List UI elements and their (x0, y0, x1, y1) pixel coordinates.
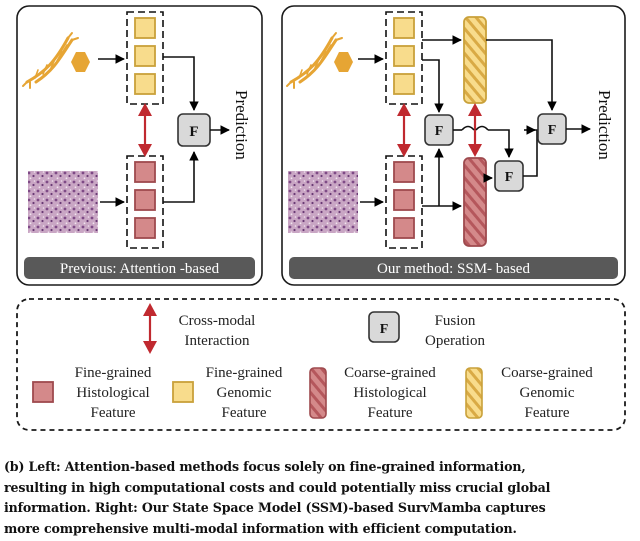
fine-genomic-feature (134, 45, 156, 67)
svg-text:Fusion: Fusion (435, 313, 476, 329)
fusion-node: F (177, 113, 211, 147)
left-panel-label: Previous: Attention -based (60, 261, 220, 277)
fine-genomic-feature (134, 73, 156, 95)
figure-caption: (b) Left: Attention-based methods focus … (4, 457, 636, 539)
fine-genomic-feature (393, 45, 415, 67)
fine-genomic-feature (134, 17, 156, 39)
caption-line: (b) Left: Attention-based methods focus … (4, 459, 526, 474)
svg-text:Genomic: Genomic (217, 385, 272, 401)
svg-text:F: F (505, 170, 514, 185)
svg-text:Fine-grained: Fine-grained (206, 365, 283, 381)
prediction-label: Prediction (595, 90, 614, 160)
svg-text:Coarse-grained: Coarse-grained (344, 365, 436, 381)
caption-line: information. Right: Our State Space Mode… (4, 500, 546, 515)
cross-modal-arrow (397, 103, 411, 157)
coarse-genomic-feature (463, 16, 487, 104)
svg-text:Feature: Feature (91, 405, 136, 421)
svg-text:Cross-modal: Cross-modal (179, 313, 256, 329)
legend: Cross-modal Interaction F Fusion Operati… (16, 298, 626, 431)
fine-histological-feature (134, 189, 156, 211)
right-panel-label: Our method: SSM- based (377, 261, 530, 277)
caption-line: resulting in high computational costs an… (4, 479, 551, 495)
svg-text:Interaction: Interaction (185, 333, 250, 349)
svg-text:F: F (548, 123, 557, 138)
fine-genomic-feature (393, 17, 415, 39)
hexagon-icon (71, 52, 90, 72)
hexagon-icon (334, 52, 353, 72)
svg-text:Feature: Feature (525, 405, 570, 421)
figure-diagram: F Prediction Previous: Attention -based (16, 5, 626, 431)
prediction-label: Prediction (232, 90, 251, 160)
fine-histological-feature (134, 161, 156, 183)
fine-histological-feature (134, 217, 156, 239)
svg-text:Fine-grained: Fine-grained (75, 365, 152, 381)
svg-text:Feature: Feature (368, 405, 413, 421)
fine-genomic-feature (393, 73, 415, 95)
coarse-histological-feature (463, 157, 487, 247)
svg-text:Feature: Feature (222, 405, 267, 421)
right-panel: F F F Prediction Our method: SSM- based (281, 5, 626, 286)
svg-text:Histological: Histological (353, 385, 426, 401)
legend-cross-modal: Cross-modal Interaction (143, 303, 255, 354)
dna-icon (22, 32, 79, 89)
cross-modal-arrow (138, 103, 152, 157)
svg-text:F: F (189, 124, 198, 140)
fusion-node: F (494, 160, 524, 192)
svg-text:F: F (435, 124, 444, 139)
fine-histological-feature (393, 161, 415, 183)
legend-coarse-histological: Coarse-grained Histological Feature (309, 365, 436, 421)
svg-text:F: F (380, 322, 389, 337)
svg-text:Operation: Operation (425, 333, 485, 349)
legend-coarse-genomic: Coarse-grained Genomic Feature (465, 365, 593, 421)
svg-text:Genomic: Genomic (520, 385, 575, 401)
legend-fusion: F Fusion Operation (368, 311, 485, 349)
fusion-node: F (424, 114, 454, 146)
svg-text:Coarse-grained: Coarse-grained (501, 365, 593, 381)
fine-histological-feature (393, 217, 415, 239)
histology-image (288, 171, 358, 233)
legend-fine-histological: Fine-grained Histological Feature (32, 365, 152, 421)
fusion-node: F (537, 113, 567, 145)
fine-histological-feature (393, 189, 415, 211)
cross-modal-arrow (468, 103, 482, 157)
histology-image (28, 171, 98, 233)
left-panel: F Prediction Previous: Attention -based (16, 5, 263, 286)
dna-icon (286, 32, 343, 89)
caption-line: more comprehensive multi-modal informati… (4, 520, 517, 536)
svg-text:Histological: Histological (76, 385, 149, 401)
legend-fine-genomic: Fine-grained Genomic Feature (172, 365, 283, 421)
